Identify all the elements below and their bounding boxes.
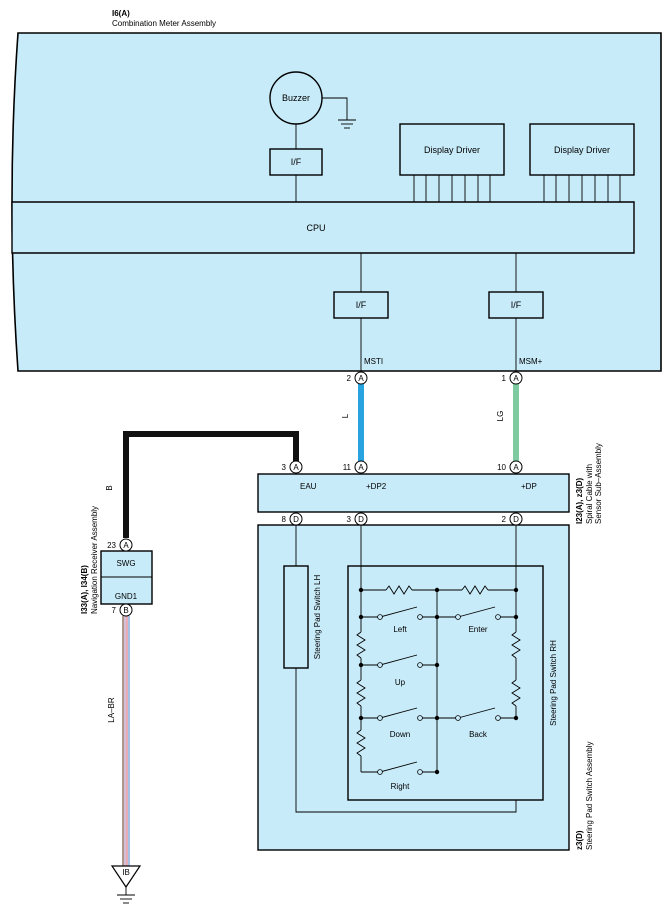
black-wire: [123, 431, 299, 538]
terminal-d8-conn: D: [293, 515, 299, 524]
nav-name: Navigation Receiver Assembly: [90, 506, 99, 614]
terminal-gnd1-pin: 7: [112, 606, 117, 615]
buzzer-if-label: I/F: [291, 157, 302, 167]
spiral-cable-box: [257, 473, 570, 513]
nav-swg-label: SWG: [116, 559, 135, 568]
terminal-eau: [289, 460, 303, 474]
switch-up-label: Up: [395, 678, 406, 687]
junction-dots: [358, 587, 519, 775]
terminal-eau-conn: A: [293, 463, 299, 472]
nav-receiver-box: [100, 550, 153, 605]
blue-wire-code: L: [341, 413, 350, 418]
switch-down-label: Down: [390, 730, 410, 739]
ground-wire-code: LA–BR: [107, 697, 116, 723]
switch-back-label: Back: [469, 730, 488, 739]
ground-point-ib-label: IB: [122, 868, 130, 877]
terminal-swg-pin: 23: [107, 541, 116, 550]
display-driver-2-label: Display Driver: [554, 145, 610, 155]
spiral-name-2: Sensor Sub–Assembly: [594, 443, 603, 524]
terminal-d8-pin: 8: [282, 515, 287, 524]
switch-right-label: Right: [391, 782, 410, 791]
terminal-msti-conn: A: [358, 374, 364, 383]
terminal-msm-conn: A: [513, 374, 519, 383]
switch-left-label: Left: [393, 625, 407, 634]
spiral-dp2: +DP2: [366, 482, 387, 491]
terminal-dp: [509, 460, 523, 474]
buzzer-ground-wire: [322, 97, 348, 120]
cpu-box: [11, 201, 635, 254]
display-driver-2-bus: [543, 175, 621, 202]
msm-signal: MSM+: [519, 357, 543, 366]
msm-if-label: I/F: [511, 300, 522, 310]
display-driver-1-label: Display Driver: [424, 145, 480, 155]
terminal-d3-pin: 3: [347, 515, 352, 524]
switch-contacts: [377, 614, 501, 775]
terminal-dp-pin: 10: [497, 463, 506, 472]
green-wire-code: LG: [496, 411, 505, 422]
buzzer-ground-icon: [338, 119, 356, 129]
terminal-msm-pin: 1: [502, 374, 507, 383]
black-wire-code: B: [105, 485, 114, 490]
steering-pad-lh-label: Steering Pad Switch LH: [313, 575, 322, 660]
terminal-eau-pin: 3: [282, 463, 287, 472]
nav-gnd1-label: GND1: [115, 592, 138, 601]
terminal-msti-pin: 2: [347, 374, 352, 383]
chassis-ground-icon: [117, 894, 135, 904]
display-driver-1-bus: [413, 175, 491, 202]
nav-id: I33(A), I34(B): [80, 565, 89, 614]
rh-switch-network: [356, 525, 521, 773]
meter-id: I6(A): [112, 9, 130, 18]
terminal-swg-conn: A: [123, 541, 129, 550]
spiral-name-1: Spiral Cable with: [585, 464, 594, 524]
spiral-dp: +DP: [521, 482, 537, 491]
steering-pad-lh-box: [283, 565, 309, 669]
buzzer-label: Buzzer: [282, 93, 310, 103]
steering-pad-rh-label: Steering Pad Switch RH: [549, 640, 558, 726]
spiral-id: I23(A), z3(D): [575, 477, 584, 524]
terminal-dp-conn: A: [513, 463, 519, 472]
terminal-gnd1-conn: B: [123, 606, 128, 615]
ground-wire-multicolor: [122, 616, 130, 866]
terminal-dp2-conn: A: [358, 463, 364, 472]
msti-if-box: [333, 291, 389, 319]
terminal-gnd1: [119, 603, 133, 617]
terminal-dp2-pin: 11: [343, 463, 352, 472]
terminal-d3-conn: D: [358, 515, 364, 524]
terminal-msti: [354, 371, 368, 385]
msm-if-box: [488, 291, 544, 319]
buzzer-if-box: [269, 148, 323, 176]
steering-name: Steering Pad Switch Assembly: [585, 742, 594, 851]
spiral-eau: EAU: [300, 482, 317, 491]
terminal-swg: [119, 538, 133, 552]
steering-pad-rh-box: [347, 565, 544, 801]
msti-signal: MSTI: [364, 357, 383, 366]
ground-point-ib: [110, 865, 142, 889]
cpu-label: CPU: [306, 223, 325, 233]
meter-name: Combination Meter Assembly: [112, 19, 216, 28]
terminal-d2-conn: D: [513, 515, 519, 524]
switch-enter-label: Enter: [468, 625, 487, 634]
msti-if-label: I/F: [356, 300, 367, 310]
terminal-dp2: [354, 460, 368, 474]
terminal-d2-pin: 2: [502, 515, 507, 524]
steering-id: z3(D): [575, 830, 584, 850]
terminal-msm: [509, 371, 523, 385]
